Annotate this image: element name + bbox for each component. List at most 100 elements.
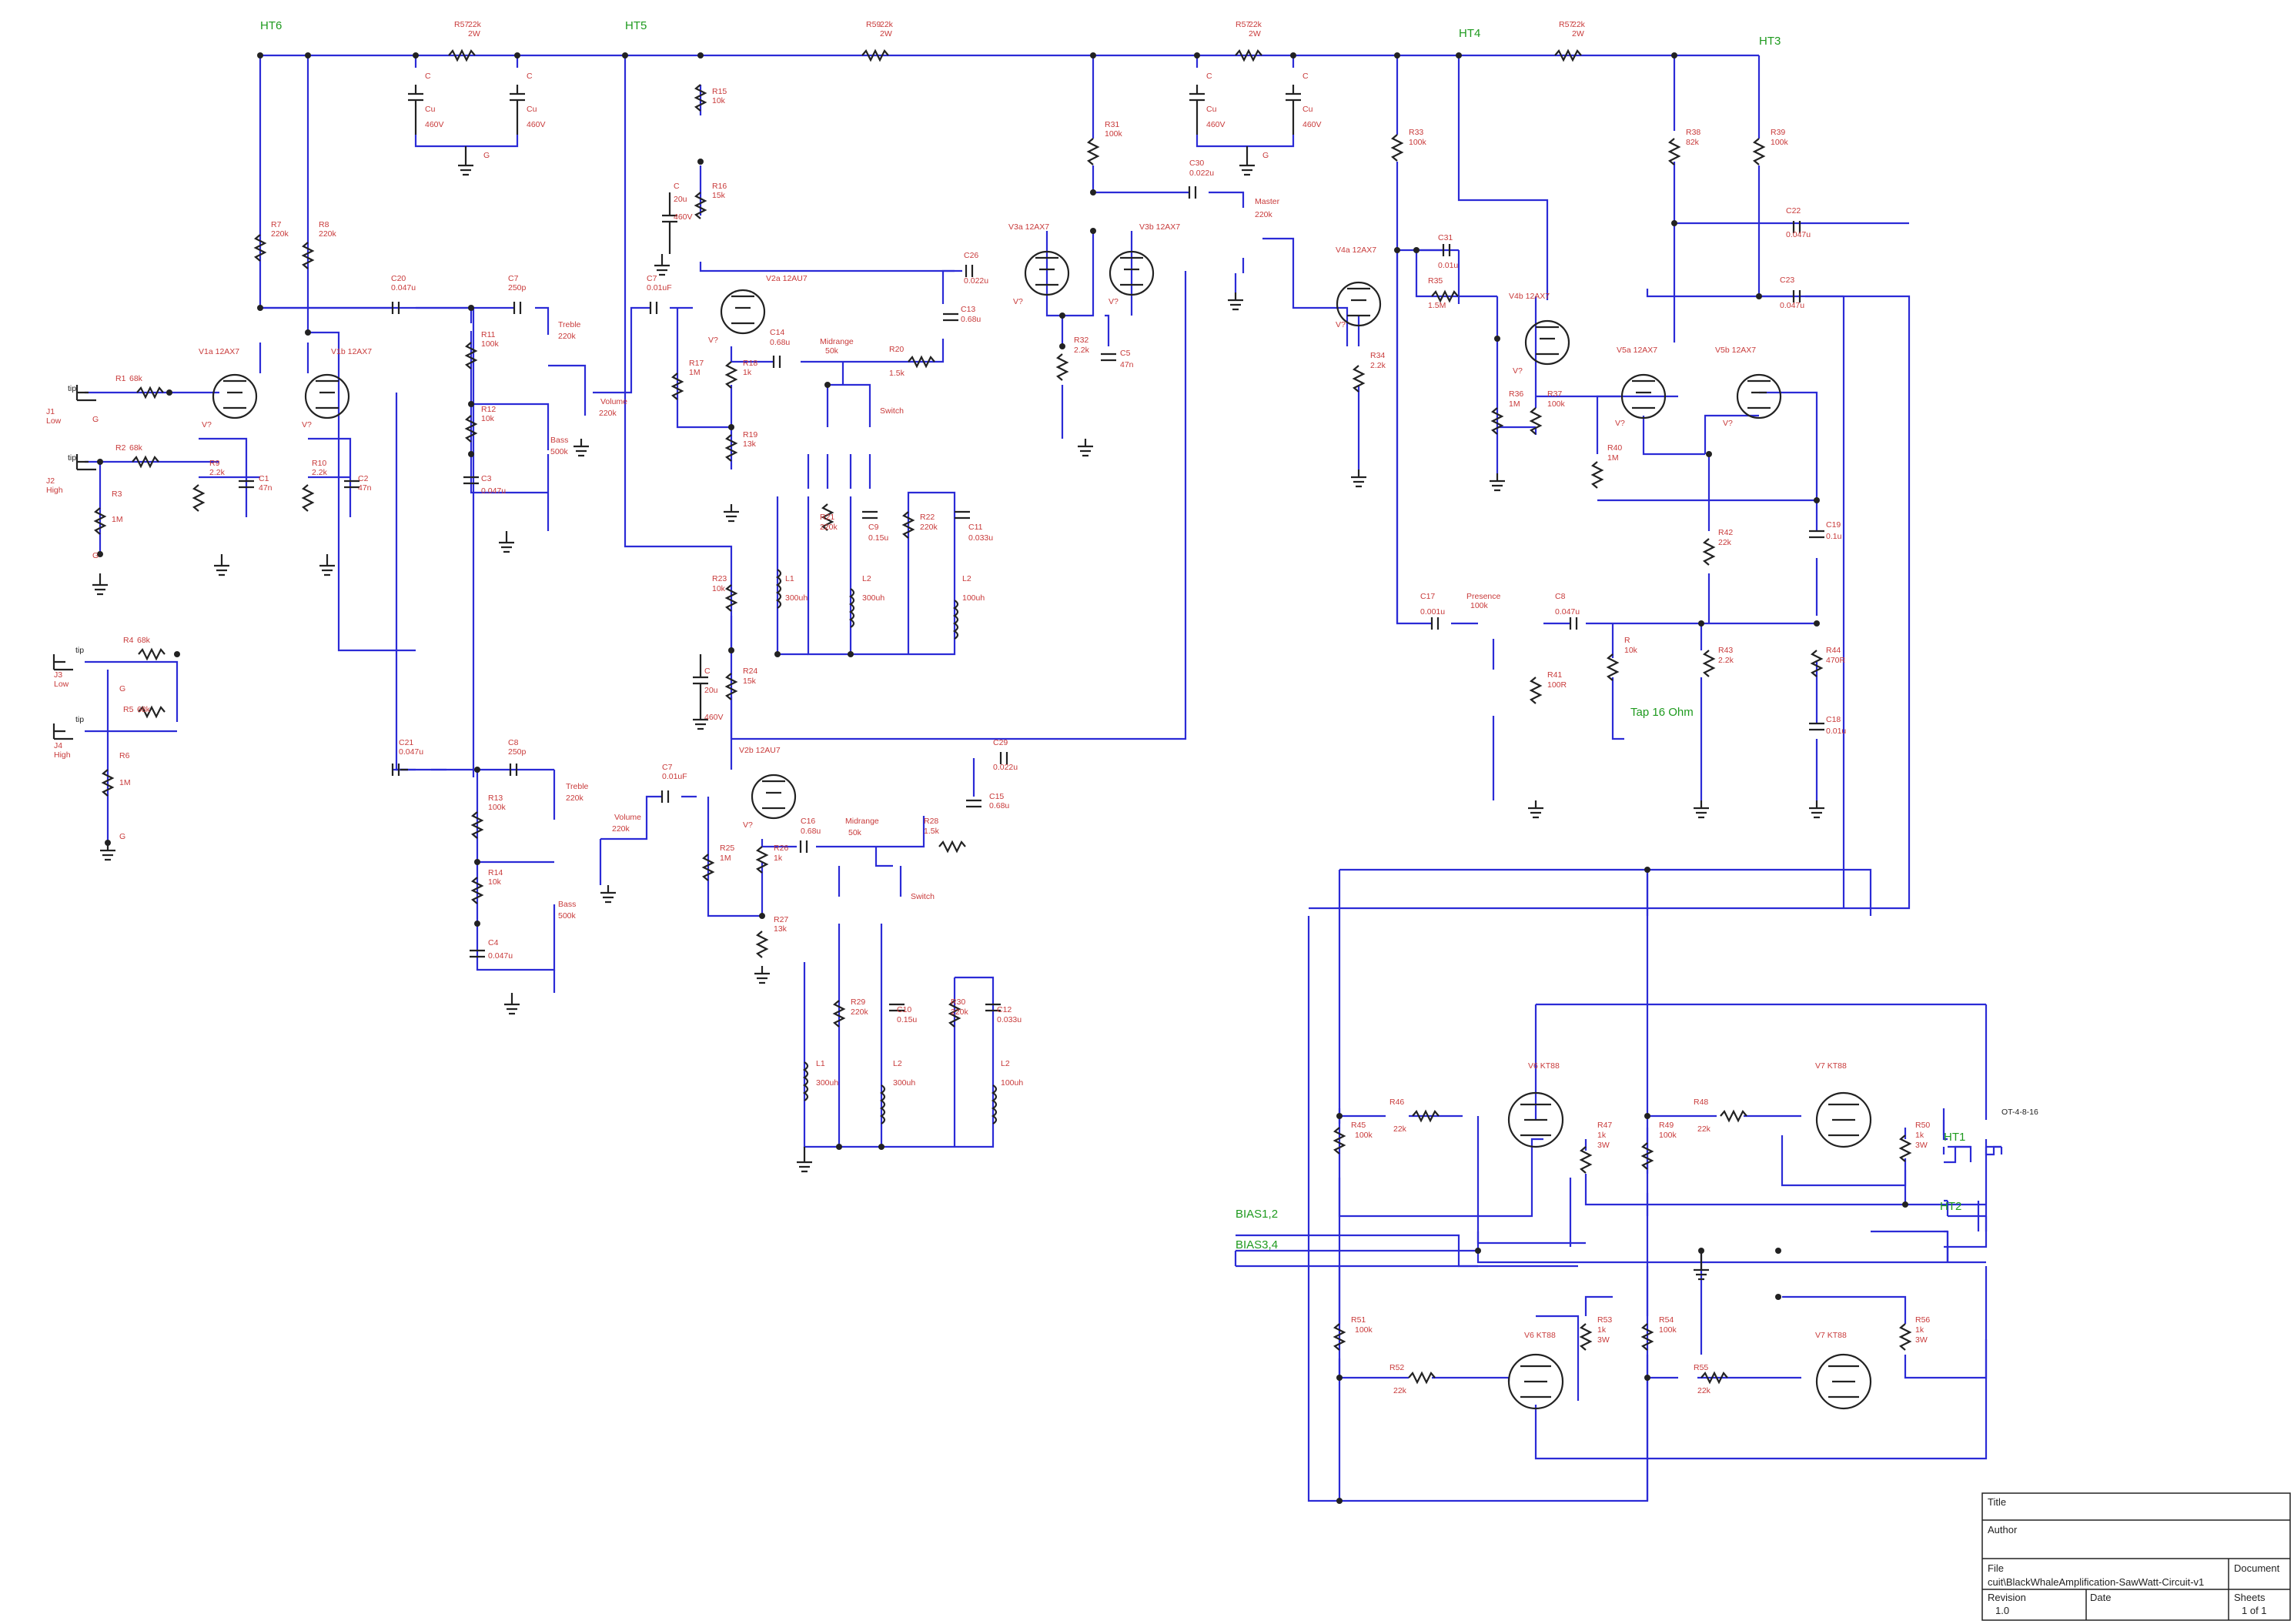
capacitors [239, 85, 1824, 1012]
part-value: 20u [704, 686, 718, 695]
part-ref: Volume [600, 397, 627, 406]
part-ref: R51 [1351, 1315, 1366, 1325]
part-value: 22k [1393, 1386, 1407, 1395]
part-value: 0.022u [993, 763, 1018, 772]
part-value: 300uh [785, 593, 808, 603]
part-ref: R7 [271, 220, 282, 229]
part-value: 10k [488, 877, 502, 887]
part-ref: R39 [1771, 128, 1785, 137]
part-value: 1M [720, 854, 731, 863]
part-value: 10k [481, 414, 495, 423]
part-ref: C2 [358, 474, 369, 483]
part-ref: R35 [1428, 276, 1443, 286]
part-value: 2.2k [312, 468, 328, 477]
ground-label: G [119, 832, 125, 841]
part-value: 220k [319, 229, 337, 239]
part-value: 82k [1686, 138, 1700, 147]
net-label-bias12: BIAS1,2 [1236, 1208, 1278, 1221]
part-ref: Bass [558, 900, 576, 909]
part-ref: R28 [924, 817, 938, 826]
part-value: 100k [1659, 1325, 1677, 1335]
part-ref: R53 [1597, 1315, 1612, 1325]
part-value: 100k [488, 803, 507, 812]
part-rating: 3W [1597, 1335, 1610, 1345]
rating-r57: 2W [468, 29, 480, 38]
part-ref: R52 [1389, 1363, 1404, 1372]
part-ref: R12 [481, 405, 496, 414]
jack-name: High [46, 486, 63, 495]
rating-r59: 2W [880, 29, 892, 38]
tube-label-v3b: V3b 12AX7 [1139, 222, 1180, 232]
part-rating: 3W [1597, 1141, 1610, 1150]
switch-label: Switch [880, 406, 904, 416]
part-value: 250p [508, 283, 527, 292]
wires [85, 54, 2003, 1502]
part-value: 20u [674, 195, 687, 204]
part-value: 100uh [1001, 1078, 1023, 1088]
title-block-title-label: Title [1988, 1496, 2006, 1508]
net-label-ht4: HT4 [1459, 27, 1480, 40]
part-value: 22k [1393, 1124, 1407, 1134]
part-ref: R6 [119, 751, 130, 760]
resistors [93, 48, 1912, 1385]
part-ref: C7 [647, 274, 657, 283]
rating-r57: 2W [1249, 29, 1261, 38]
part-value: 47n [1120, 360, 1134, 369]
tube-unknown: V? [1615, 419, 1625, 428]
tube-label-v4b: V4b 12AX7 [1509, 292, 1550, 301]
tube-unknown: V? [1336, 320, 1346, 329]
part-ref: R13 [488, 794, 503, 803]
part-ref: L2 [862, 574, 871, 583]
part-ref: C11 [968, 523, 983, 532]
part-value: 1.5k [889, 369, 905, 378]
part-ref: C26 [964, 251, 978, 260]
ref-r57: R57 [454, 20, 469, 29]
part-ref: C7 [662, 763, 673, 772]
part-ref: C8 [1555, 592, 1566, 601]
jack-ref: J1 [46, 407, 55, 416]
jack-labels: tip J1 Low G tip J2 High G tip J3 Low G … [46, 384, 125, 841]
part-value: 22k [1697, 1124, 1711, 1134]
part-value: 0.01uF [662, 772, 687, 781]
part-ref: R44 [1826, 646, 1841, 655]
tube-unknown: V? [1109, 297, 1119, 306]
net-label-ht2: HT2 [1940, 1200, 1961, 1213]
part-ref: C1 [259, 474, 269, 483]
part-value: 0.15u [868, 533, 888, 543]
cap-rating: 460V [425, 120, 444, 129]
tube-label-v2a: V2a 12AU7 [766, 274, 808, 283]
part-ref: R21 [820, 513, 834, 522]
part-value: 220k [851, 1007, 869, 1017]
cap-value: Cu [1206, 105, 1217, 114]
tube-unknown: V? [302, 420, 312, 429]
tube-label-v3a: V3a 12AX7 [1008, 222, 1049, 232]
part-value: 1k [1915, 1131, 1924, 1140]
part-ref: R50 [1915, 1121, 1930, 1130]
jack-ref: J3 [54, 670, 62, 680]
part-ref: C15 [989, 792, 1004, 801]
part-ref: R47 [1597, 1121, 1612, 1130]
ground-label: G [483, 151, 490, 160]
part-ref: C18 [1826, 715, 1841, 724]
part-ref: R25 [720, 844, 734, 853]
jack-tip-label: tip [68, 453, 76, 463]
part-value: 1M [119, 778, 131, 787]
part-ref: R45 [1351, 1121, 1366, 1130]
part-ref: L2 [962, 574, 971, 583]
cap-rating: 460V [1206, 120, 1226, 129]
part-ref: C23 [1780, 276, 1794, 285]
jacks [52, 385, 96, 740]
part-value: 13k [774, 924, 788, 934]
net-label-tap: Tap 16 Ohm [1630, 706, 1694, 719]
part-ref: R49 [1659, 1121, 1674, 1130]
part-value: 1M [689, 368, 701, 377]
part-value: 0.047u [488, 951, 513, 961]
tubes [212, 250, 1872, 1410]
part-value: 220k [558, 332, 577, 341]
part-value: 0.001u [1420, 607, 1445, 617]
title-block-document-label: Document [2234, 1562, 2280, 1574]
title-block-revision-value: 1.0 [1995, 1605, 2009, 1616]
part-value: 10k [712, 584, 726, 593]
rating-r57: 2W [1572, 29, 1584, 38]
switch-label: Switch [911, 892, 935, 901]
